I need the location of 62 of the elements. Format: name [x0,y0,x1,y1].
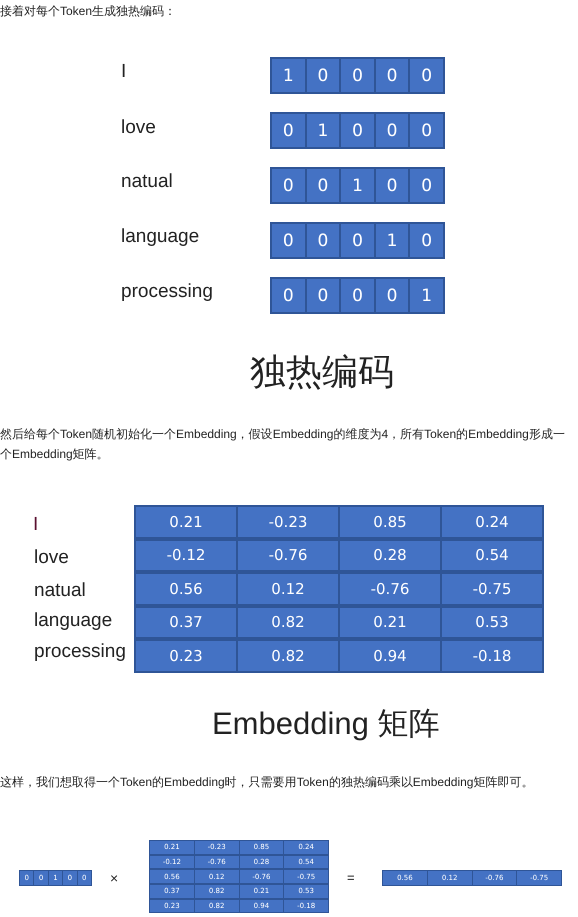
matrix-cell: 1 [270,57,307,94]
matrix-cell: 1 [374,222,410,259]
matrix-cell: 0 [339,277,376,314]
matrix-cell: 0 [408,167,445,204]
matrix-cell: 0 [304,222,342,259]
matrix-cell: 0 [339,112,376,149]
matrix-cell: 0.21 [338,606,442,639]
matrix-cell: 0.21 [134,505,238,538]
matrix-cell: 0 [270,222,307,259]
row-label: love [121,117,156,139]
paragraph: 然后给每个Token随机初始化一个Embedding，假设Embedding的维度为4，所有Token的Embedding形成一个Embedding矩阵。 [0,426,566,463]
matrix-cell: 0.82 [236,606,340,639]
paragraph: 接着对每个Token生成独热编码： [0,3,176,20]
matrix-cell: 0 [374,167,410,204]
matrix-cell: 0.28 [338,538,442,572]
matrix-cell: 0.85 [338,505,442,538]
equals-sign: = [347,870,355,885]
matrix-cell: 0 [270,277,307,314]
row-label: natual [34,580,86,602]
matrix-cell: 0 [408,222,445,259]
matrix-cell: -0.12 [134,538,238,572]
matrix-cell: 0 [339,222,376,259]
matrix-cell: 0 [408,112,445,149]
row-label: processing [34,641,126,663]
matrix-cell: 0 [270,112,307,149]
multiply-sign: × [110,870,118,886]
matrix-cell: 0.37 [134,606,238,639]
matrix-cell: 0 [408,57,445,94]
matrix-cell: -0.23 [236,505,340,538]
matrix-cell: 0 [270,167,307,204]
row-label: love [34,547,69,569]
matrix-cell: 0 [339,57,376,94]
matrix-cell: 0.23 [134,639,238,672]
matrix-cell: -0.76 [338,572,442,606]
matrix-cell: 0.56 [134,572,238,606]
matrix-cell: 0.53 [440,606,544,639]
caption: 独热编码 [250,350,394,394]
row-label: I [121,61,126,83]
matrix-cell: 1 [339,167,376,204]
caption: Embedding 矩阵 [212,705,440,743]
paragraph: 这样，我们想取得一个Token的Embedding时，只需要用Token的独热编码乘以Embedding矩阵即可。 [0,774,534,791]
matrix-cell: 1 [304,112,342,149]
row-label: I [33,514,38,536]
row-label: natual [121,171,173,193]
matrix-cell: -0.75 [440,572,544,606]
row-label: language [34,610,112,632]
row-label: language [121,226,200,248]
matrix-cell: 0 [304,167,342,204]
matrix-cell: 0.24 [440,505,544,538]
matrix-cell: 0 [374,112,410,149]
matrix-cell: 0 [304,57,342,94]
matrix-cell: 0 [374,57,410,94]
matrix-cell: 1 [408,277,445,314]
matrix-cell: 0 [304,277,342,314]
matrix-cell: 0 [374,277,410,314]
matrix-cell: -0.76 [236,538,340,572]
matrix-cell: 0.54 [440,538,544,572]
row-label: processing [121,281,213,303]
matrix-cell: 0.12 [236,572,340,606]
matrix-cell: 0.82 [236,639,340,672]
matrix-cell: 0.94 [338,639,442,672]
matrix-cell: -0.18 [440,639,544,672]
